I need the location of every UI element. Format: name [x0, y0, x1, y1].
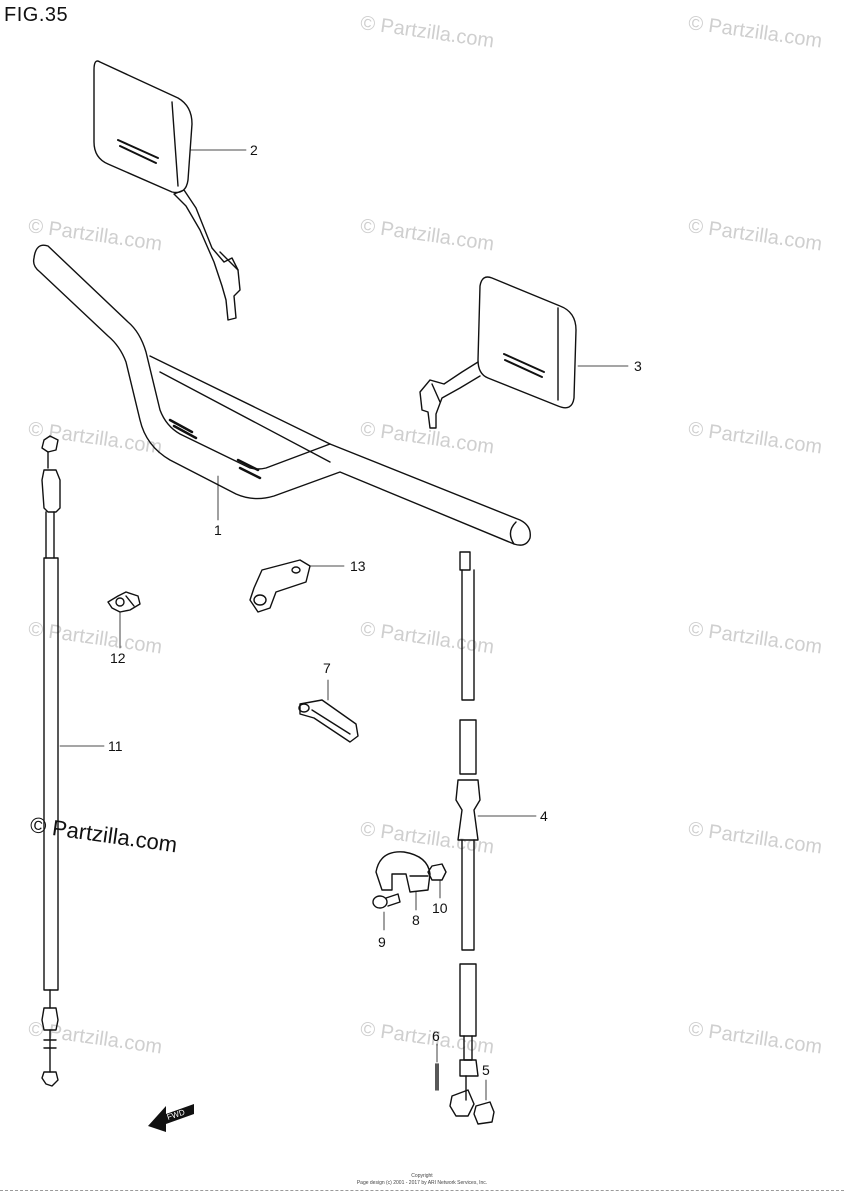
callout-2[interactable]: 2	[250, 142, 258, 158]
callout-1[interactable]: 1	[214, 522, 222, 538]
callout-6[interactable]: 6	[432, 1028, 440, 1044]
leader-lines	[59, 149, 629, 1101]
part-clamp-12[interactable]	[107, 591, 141, 613]
callout-5[interactable]: 5	[482, 1062, 490, 1078]
footer-line-1: Copyright	[411, 1173, 433, 1179]
part-cable-4[interactable]	[455, 551, 481, 1101]
part-bracket-13[interactable]	[249, 559, 311, 613]
part-handlebar[interactable]	[32, 244, 531, 546]
callout-3[interactable]: 3	[634, 358, 642, 374]
callout-8[interactable]: 8	[412, 912, 420, 928]
part-cable-11[interactable]	[41, 435, 61, 1087]
callout-11[interactable]: 11	[108, 738, 123, 754]
part-clip-7[interactable]	[298, 699, 359, 743]
callout-12[interactable]: 12	[110, 650, 126, 666]
part-adjuster-6[interactable]	[435, 1063, 475, 1117]
callout-4[interactable]: 4	[540, 808, 548, 824]
part-nut-10[interactable]	[427, 863, 447, 881]
part-bolt-5[interactable]	[473, 1101, 495, 1125]
footer-line-2: Page design (c) 2001 - 2017 by ARI Netwo…	[356, 1180, 488, 1186]
figure-title: FIG.35	[4, 4, 69, 26]
part-mirror-right[interactable]	[419, 276, 577, 429]
fwd-arrow-icon: FWD	[148, 1104, 194, 1132]
footer-divider	[0, 1190, 844, 1191]
callout-9[interactable]: 9	[378, 934, 386, 950]
callout-13[interactable]: 13	[350, 558, 366, 574]
part-mirror-left[interactable]	[93, 60, 241, 321]
part-clamp-8[interactable]	[375, 851, 431, 893]
callout-7[interactable]: 7	[323, 660, 331, 676]
part-screw-9[interactable]	[372, 893, 401, 909]
footer-copyright: Copyright Page design (c) 2001 - 2017 by…	[300, 1173, 544, 1187]
callout-10[interactable]: 10	[432, 900, 448, 916]
